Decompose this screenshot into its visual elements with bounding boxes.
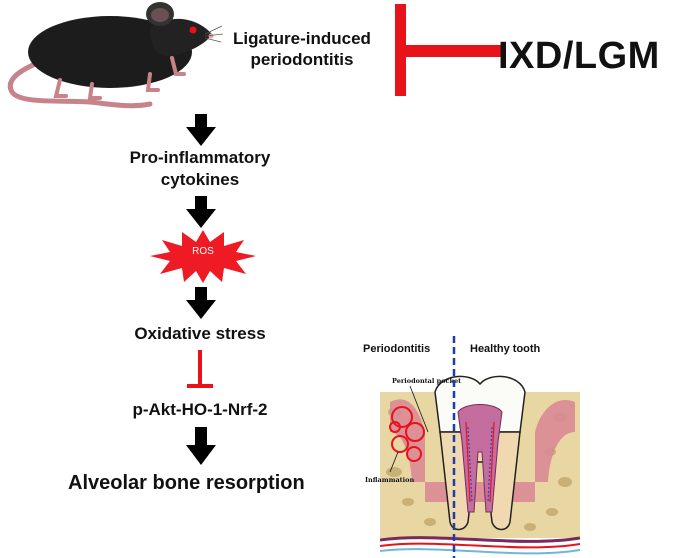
periodontal-pocket-label: Periodontal pocket xyxy=(392,377,462,385)
model-label-line2: periodontitis xyxy=(250,50,354,69)
arrow-down-3 xyxy=(186,287,216,319)
outcome-bone-resorption: Alveolar bone resorption xyxy=(68,472,305,494)
arrow-down-2 xyxy=(186,196,216,228)
treatment-label: IXD/LGM xyxy=(498,35,660,77)
step-cytokines-line1: Pro-inflammatory xyxy=(129,148,271,167)
model-label-line1: Ligature-induced xyxy=(233,29,371,48)
inhibition-bar-small xyxy=(187,350,213,388)
arrow-down-4 xyxy=(186,427,216,465)
step-akt-ho1-nrf2: p-Akt-HO-1-Nrf-2 xyxy=(132,400,268,419)
periodontitis-label: Periodontitis xyxy=(363,343,431,355)
arrow-down-1 xyxy=(186,114,216,146)
tooth-cross-section-illustration xyxy=(380,375,580,555)
inflammation-label: Inflammation xyxy=(365,476,415,484)
ros-label: ROS xyxy=(192,246,214,257)
model-label: Ligature-induced periodontitis xyxy=(212,28,392,70)
inhibition-bar-large xyxy=(395,4,501,96)
step-oxidative-stress: Oxidative stress xyxy=(134,324,266,343)
mouse-illustration xyxy=(7,2,224,109)
step-cytokines: Pro-inflammatory cytokines xyxy=(100,147,300,191)
step-cytokines-line2: cytokines xyxy=(160,170,240,189)
healthy-tooth-label: Healthy tooth xyxy=(470,343,541,355)
divider-line xyxy=(452,336,456,558)
ros-burst-icon xyxy=(150,230,256,283)
